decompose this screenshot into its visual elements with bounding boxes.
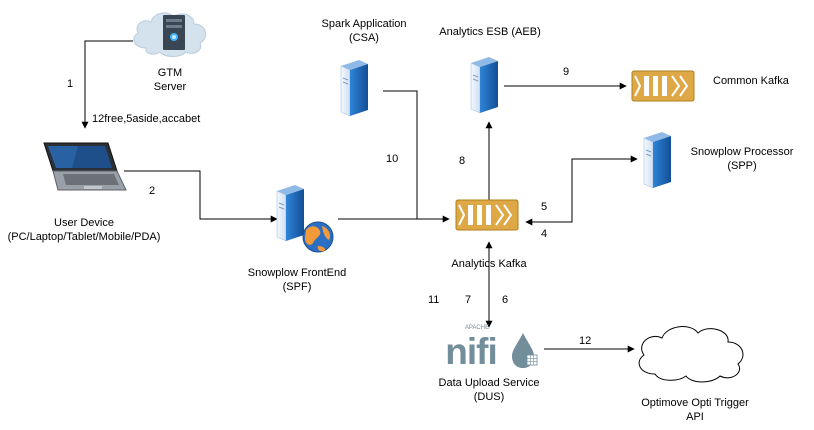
csa-label-line1: Spark Application <box>321 18 407 30</box>
web-server-icon <box>276 184 334 253</box>
csa-label: Spark Application (CSA) <box>322 17 407 45</box>
aeb-label-line1: Analytics ESB (AEB) <box>439 26 541 38</box>
gtm-server-label: GTM Server <box>154 66 186 94</box>
server-icon <box>643 131 672 189</box>
laptop-icon <box>43 142 127 191</box>
nifi-logo-small-text: APACHE <box>465 325 489 331</box>
nifi-logo-icon: APACHE nifi <box>445 325 538 372</box>
edge-label-6: 6 <box>502 294 509 306</box>
edge-4-5-kafka-spp <box>525 155 638 226</box>
spp-label-line2: (SPP) <box>727 160 757 172</box>
edge-label-7: 7 <box>465 294 472 306</box>
optimove-label-line2: API <box>686 411 704 423</box>
cloud-icon <box>638 326 744 383</box>
analytics-kafka-label-line1: Analytics Kafka <box>451 258 527 270</box>
edge-label-10: 10 <box>386 153 399 165</box>
gtm-label-line1: GTM <box>157 67 183 79</box>
edge-1-gtm-to-device <box>81 40 133 129</box>
dus-label-line2: (DUS) <box>473 391 505 403</box>
edge-label-4: 4 <box>541 228 548 240</box>
dus-label: Data Upload Service (DUS) <box>439 376 540 404</box>
spf-label-line1: Snowplow FrontEnd <box>247 267 347 279</box>
analytics-kafka-label: Analytics Kafka <box>451 257 526 271</box>
queue-icon <box>631 70 695 102</box>
edge-label-8: 8 <box>459 155 466 167</box>
edge-label-12: 12 <box>579 335 592 347</box>
cloud-server-icon <box>133 12 207 57</box>
gtm-label-line2: Server <box>153 81 187 93</box>
edge-label-1: 1 <box>67 78 74 90</box>
csa-label-line2: (CSA) <box>349 32 379 44</box>
edge-10-csa-to-kafka <box>383 90 418 219</box>
spf-label: Snowplow FrontEnd (SPF) <box>248 266 346 294</box>
edge-note-1: 12free,5aside,accabet <box>92 113 201 125</box>
edge-label-11: 11 <box>428 294 440 306</box>
server-icon <box>470 56 499 114</box>
optimove-label: Optimove Opti Trigger API <box>641 396 749 424</box>
edge-label-9: 9 <box>563 66 570 78</box>
user-device-label: User Device (PC/Laptop/Tablet/Mobile/PDA… <box>8 216 161 244</box>
optimove-label-line1: Optimove Opti Trigger <box>641 397 749 409</box>
edge-2-device-to-spf <box>124 170 278 223</box>
user-device-label-line1: User Device <box>54 217 114 229</box>
common-kafka-label-line1: Common Kafka <box>713 75 789 87</box>
server-icon <box>340 59 369 117</box>
queue-icon <box>455 199 519 231</box>
spp-label-line1: Snowplow Processor <box>690 146 794 158</box>
common-kafka-label: Common Kafka <box>713 74 789 88</box>
dus-label-line1: Data Upload Service <box>438 377 540 389</box>
nifi-logo-text: nifi <box>445 331 496 372</box>
user-device-label-line2: (PC/Laptop/Tablet/Mobile/PDA) <box>7 231 161 243</box>
spf-label-line2: (SPF) <box>282 281 312 293</box>
edge-label-2: 2 <box>149 185 156 197</box>
aeb-label: Analytics ESB (AEB) <box>439 25 540 39</box>
spp-label: Snowplow Processor (SPP) <box>691 145 794 173</box>
edge-label-5: 5 <box>541 201 548 213</box>
